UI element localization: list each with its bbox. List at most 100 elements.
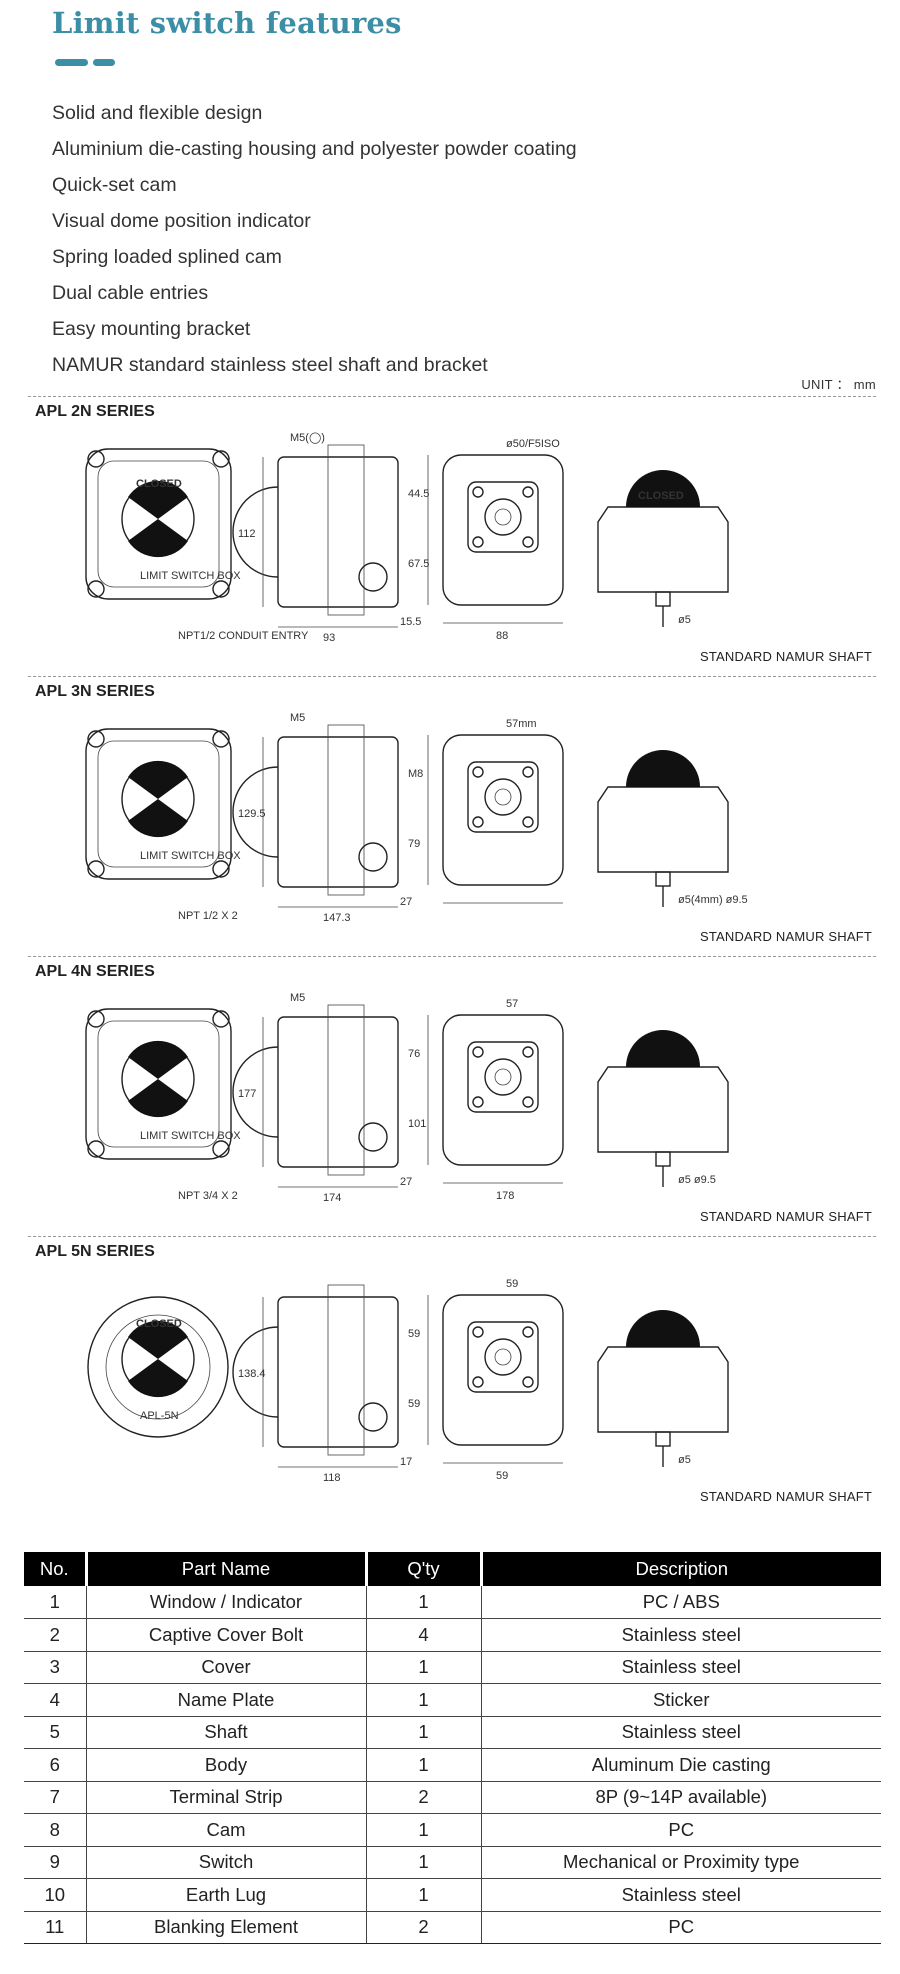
bolt-icon (212, 730, 230, 748)
bolt-icon (87, 580, 105, 598)
dimension-label: 79 (408, 838, 420, 850)
dimension-label: APL-5N (140, 1410, 179, 1422)
side-view-dome (232, 486, 279, 578)
elevation-dome (626, 1030, 700, 1067)
top-view-body (442, 1294, 564, 1446)
cell-part-name: Body (85, 1748, 366, 1782)
indicator-wedge-bottom (128, 1359, 188, 1398)
front-view-ring (97, 740, 220, 868)
cell-part-name: Cover (85, 1651, 366, 1684)
dimension-label: 147.3 (323, 912, 351, 924)
bolt-icon (87, 1140, 105, 1158)
dimension-label: 177 (238, 1088, 256, 1100)
mounting-hole-icon (522, 1326, 534, 1338)
top-view-body (442, 734, 564, 886)
feature-list: Solid and flexible design Aluminium die-… (52, 95, 577, 383)
elevation-dome (626, 470, 700, 507)
bolt-icon (87, 860, 105, 878)
bolt-icon (87, 450, 105, 468)
dimension-label: 59 (506, 1278, 518, 1290)
feature-item: Spring loaded splined cam (52, 246, 282, 268)
shaft-hole (494, 1068, 512, 1086)
dimension-label: 27 (400, 1176, 412, 1188)
bolt-icon (87, 730, 105, 748)
indicator-wedge-top (128, 480, 188, 519)
cell-no: 7 (24, 1781, 86, 1814)
column-header-no: No. (24, 1552, 88, 1586)
dimension-label: 88 (496, 630, 508, 642)
series-title: APL 3N SERIES (35, 683, 155, 700)
series-title: APL 4N SERIES (35, 963, 155, 980)
dimension-label: NPT 1/2 X 2 (178, 910, 238, 922)
mounting-hole-icon (522, 816, 534, 828)
dimension-label: 59 (408, 1398, 420, 1410)
dimension-label: M5 (290, 992, 305, 1004)
cell-qty: 2 (365, 1911, 481, 1944)
cell-no: 6 (24, 1748, 86, 1782)
indicator-wedge-top (128, 760, 188, 799)
series-caption: STANDARD NAMUR SHAFT (699, 1489, 872, 1504)
cell-no: 5 (24, 1716, 86, 1749)
side-view-housing (327, 444, 365, 616)
side-view-body (277, 1296, 399, 1448)
dimension-label: 27 (400, 896, 412, 908)
cell-part-name: Earth Lug (85, 1878, 366, 1912)
elevation-boss (655, 1151, 671, 1167)
unit-label: UNIT ： mm (801, 377, 876, 392)
mounting-hole-icon (472, 486, 484, 498)
dimension-label: LIMIT SWITCH BOX (140, 1130, 241, 1142)
mounting-flange (467, 761, 539, 833)
bolt-icon (212, 580, 230, 598)
mounting-hole-icon (472, 1376, 484, 1388)
dimension-label: 138.4 (238, 1368, 266, 1380)
cell-description: Mechanical or Proximity type (480, 1846, 881, 1879)
mounting-hole-icon (522, 1046, 534, 1058)
feature-item: Dual cable entries (52, 282, 209, 304)
mounting-flange (467, 1041, 539, 1113)
mounting-flange (467, 481, 539, 553)
dimension-label: 44.5 (408, 488, 429, 500)
shaft-boss (484, 498, 522, 536)
conduit-entry (358, 562, 388, 592)
cell-qty: 1 (365, 1716, 481, 1749)
cell-part-name: Terminal Strip (85, 1781, 366, 1814)
cell-qty: 1 (365, 1878, 481, 1912)
front-view-body (85, 1008, 232, 1160)
series-caption: STANDARD NAMUR SHAFT (699, 929, 872, 944)
dimension-label: CLOSED (638, 490, 684, 502)
cell-qty: 4 (365, 1618, 481, 1652)
front-view-body (87, 1296, 229, 1438)
cell-qty: 1 (365, 1748, 481, 1782)
bolt-icon (87, 1010, 105, 1028)
mounting-hole-icon (522, 1096, 534, 1108)
side-view-housing (327, 1004, 365, 1176)
mounting-hole-icon (472, 766, 484, 778)
dimension-label: M8 (408, 768, 423, 780)
column-header-qty: Q'ty (364, 1552, 483, 1586)
mounting-hole-icon (472, 1046, 484, 1058)
feature-item: Solid and flexible design (52, 102, 263, 124)
elevation-boss (655, 591, 671, 607)
conduit-entry (358, 1402, 388, 1432)
cell-description: 8P (9~14P available) (480, 1781, 881, 1814)
mounting-hole-icon (522, 536, 534, 548)
side-view-dome (232, 1326, 279, 1418)
dimension-label: M5 (290, 712, 305, 724)
cell-description: Stainless steel (480, 1878, 881, 1912)
cell-description: Stainless steel (480, 1618, 881, 1652)
cell-qty: 2 (365, 1781, 481, 1814)
side-view-housing (327, 1284, 365, 1456)
dimension-label: CLOSED (136, 478, 182, 490)
feature-item: NAMUR standard stainless steel shaft and… (52, 354, 488, 376)
dimension-label: NPT1/2 CONDUIT ENTRY (178, 630, 309, 642)
mounting-flange (467, 1321, 539, 1393)
shaft-boss (484, 1058, 522, 1096)
conduit-entry (358, 842, 388, 872)
